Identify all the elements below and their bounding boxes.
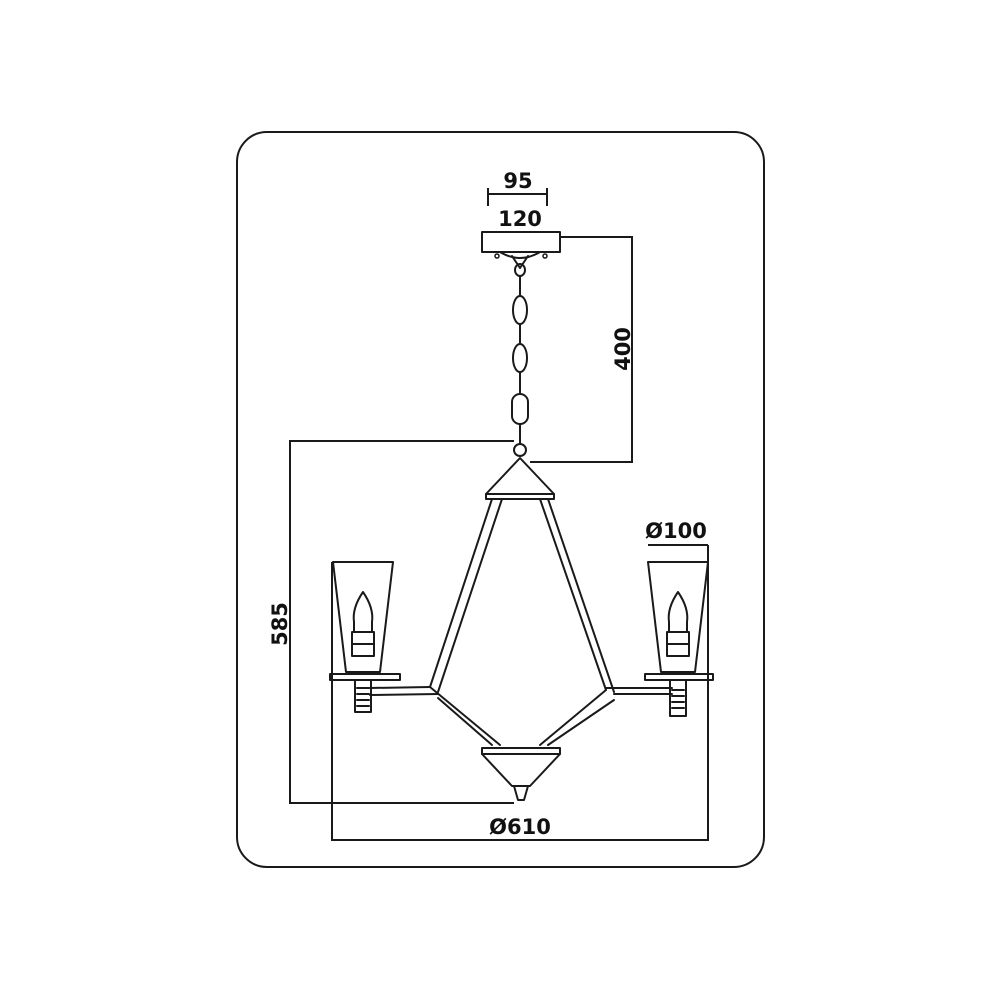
chain-length-label: 400	[611, 327, 635, 371]
shade-diameter-label: Ø100	[645, 519, 707, 543]
bottom-hub	[481, 747, 561, 801]
overall-height-label: 585	[268, 602, 292, 646]
drawing-frame	[236, 131, 765, 868]
right-lamp	[644, 561, 714, 717]
canopy-outer-width-label: 120	[498, 207, 542, 231]
overall-height-dimension	[289, 440, 514, 804]
canopy-width-dimension	[487, 188, 548, 206]
top-hub	[485, 457, 555, 500]
overall-diameter-label: Ø610	[489, 815, 551, 839]
frame-arms	[369, 498, 673, 746]
chain-length-dimension	[530, 236, 633, 463]
left-lamp	[329, 561, 401, 713]
suspension-chain	[511, 263, 529, 457]
overall-diameter-dimension	[331, 562, 709, 841]
ceiling-canopy	[481, 231, 561, 269]
shade-diameter-dimension	[648, 544, 709, 562]
canopy-inner-width-label: 95	[503, 169, 532, 193]
